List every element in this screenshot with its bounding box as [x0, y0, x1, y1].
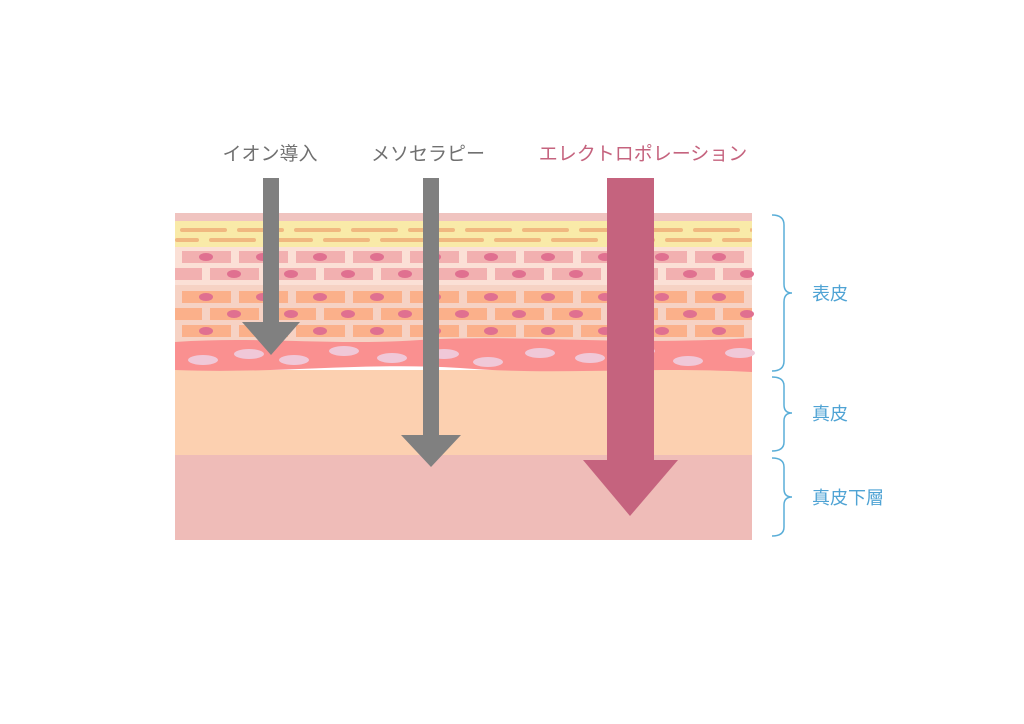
corneum-cell — [175, 238, 199, 242]
corneum-cell — [323, 238, 370, 242]
basal-cell — [525, 348, 555, 358]
label-ion-introduction: イオン導入 — [222, 143, 317, 165]
arrow-electroporation — [583, 178, 678, 516]
corneum-cell — [180, 228, 227, 232]
cell-nucleus — [284, 270, 298, 278]
cell-nucleus — [569, 310, 583, 318]
corneum-cell — [437, 238, 484, 242]
label-electroporation: エレクトロポレーション — [539, 143, 748, 165]
layer-braces — [771, 214, 793, 537]
skin-cell — [175, 308, 202, 320]
brace-epidermis — [771, 214, 793, 372]
cell-nucleus — [199, 253, 213, 261]
cell-nucleus — [541, 253, 555, 261]
cell-nucleus — [313, 293, 327, 301]
cell-nucleus — [484, 327, 498, 335]
corneum-cell — [494, 238, 541, 242]
cell-nucleus — [683, 270, 697, 278]
cell-nucleus — [712, 327, 726, 335]
cell-nucleus — [313, 327, 327, 335]
corneum-cell — [551, 238, 598, 242]
corneum-cell — [750, 228, 752, 232]
basal-cell — [188, 355, 218, 365]
stratum-corneum-top — [175, 213, 752, 222]
cell-nucleus — [541, 327, 555, 335]
cell-nucleus — [370, 293, 384, 301]
cell-nucleus — [541, 293, 555, 301]
basal-cell — [575, 353, 605, 363]
dermis-layer — [175, 370, 752, 456]
cell-nucleus — [313, 253, 327, 261]
skin-cell — [175, 268, 202, 280]
basal-cell — [234, 349, 264, 359]
corneum-cell — [209, 238, 256, 242]
cell-nucleus — [199, 327, 213, 335]
cell-nucleus — [740, 310, 754, 318]
corneum-cell — [465, 228, 512, 232]
cell-nucleus — [655, 293, 669, 301]
corneum-cell — [693, 228, 740, 232]
corneum-cell — [294, 228, 341, 232]
cell-nucleus — [227, 270, 241, 278]
cell-nucleus — [398, 310, 412, 318]
cell-nucleus — [740, 270, 754, 278]
stratum-corneum — [175, 221, 752, 248]
cell-nucleus — [569, 270, 583, 278]
cell-nucleus — [512, 270, 526, 278]
cell-nucleus — [484, 253, 498, 261]
cell-nucleus — [712, 293, 726, 301]
skin-cross-section — [175, 213, 755, 540]
brace-dermis — [771, 376, 793, 452]
corneum-cell — [380, 238, 427, 242]
cell-nucleus — [370, 327, 384, 335]
basal-cell — [725, 348, 755, 358]
basal-cell — [377, 353, 407, 363]
cell-nucleus — [712, 253, 726, 261]
cell-nucleus — [683, 310, 697, 318]
cell-nucleus — [284, 310, 298, 318]
cell-nucleus — [370, 253, 384, 261]
label-epidermis: 表皮 — [812, 284, 848, 305]
corneum-cell — [351, 228, 398, 232]
cell-nucleus — [655, 253, 669, 261]
label-subcutaneous: 真皮下層 — [812, 488, 884, 509]
corneum-cell — [722, 238, 752, 242]
label-mesotherapy: メソセラピー — [371, 143, 485, 165]
basal-cell — [473, 357, 503, 367]
cell-nucleus — [455, 310, 469, 318]
cell-nucleus — [455, 270, 469, 278]
cell-nucleus — [655, 327, 669, 335]
cell-nucleus — [227, 310, 241, 318]
cell-nucleus — [341, 310, 355, 318]
cell-nucleus — [341, 270, 355, 278]
corneum-cell — [665, 238, 712, 242]
cell-nucleus — [199, 293, 213, 301]
cell-nucleus — [484, 293, 498, 301]
label-dermis: 真皮 — [812, 404, 848, 425]
arrow-ion-introduction — [242, 178, 300, 355]
brace-subcutaneous — [771, 457, 793, 537]
basal-cell — [279, 355, 309, 365]
cell-nucleus — [512, 310, 526, 318]
corneum-cell — [522, 228, 569, 232]
cell-nucleus — [398, 270, 412, 278]
basal-cell — [673, 356, 703, 366]
basal-cell — [329, 346, 359, 356]
arrow-mesotherapy — [401, 178, 461, 467]
